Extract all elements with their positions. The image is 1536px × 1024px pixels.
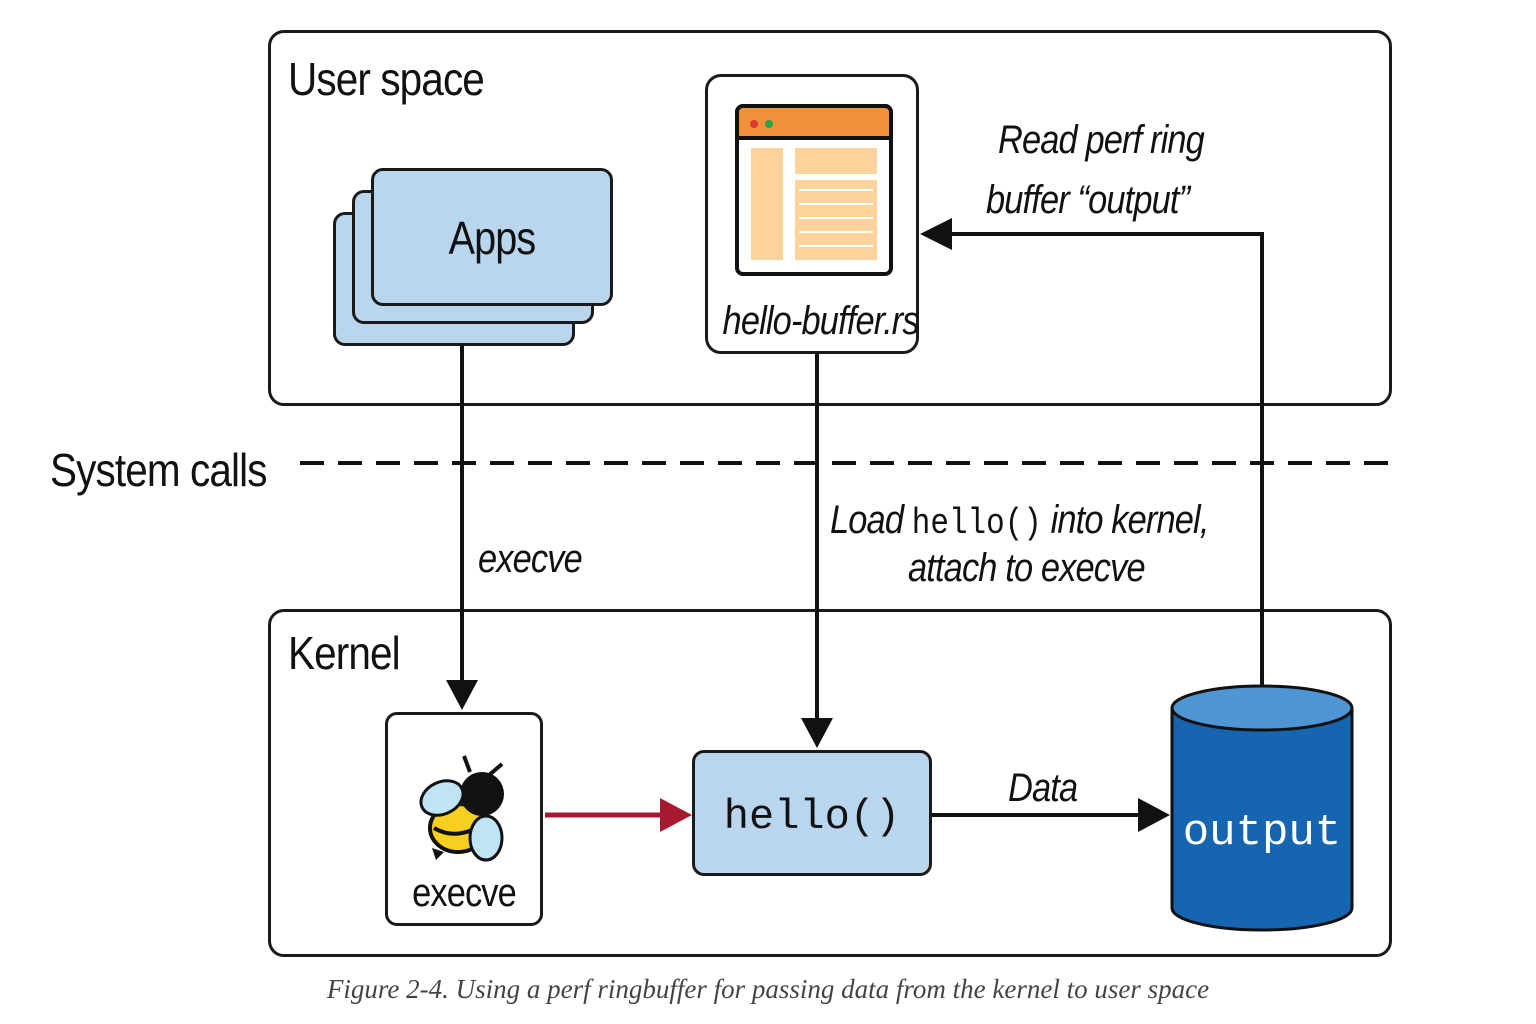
- hello-function-label: hello(): [723, 793, 901, 841]
- apps-label: Apps: [448, 212, 537, 264]
- hello-buffer-node: hello-buffer.rs: [705, 74, 920, 354]
- read-edge-label-line2: buffer “output”: [986, 178, 1190, 222]
- system-calls-label: System calls: [50, 444, 268, 496]
- read-arrowhead: [920, 218, 952, 250]
- kernel-title: Kernel: [288, 627, 401, 679]
- data-arrowhead: [1138, 798, 1170, 832]
- data-edge-label: Data: [1008, 766, 1078, 810]
- output-label: output: [1182, 808, 1342, 858]
- read-edge-label-line1: Read perf ring: [998, 118, 1205, 162]
- load-edge-text-2: into kernel,: [1050, 498, 1210, 542]
- hello-buffer-label: hello-buffer.rs: [722, 299, 920, 343]
- kernel-region: [268, 609, 1392, 957]
- execve-arrowhead: [446, 680, 478, 710]
- load-edge-text-1: Load: [830, 498, 904, 542]
- load-arrowhead: [801, 718, 833, 748]
- file-icon: [735, 104, 893, 276]
- execve-node-label: execve: [412, 871, 517, 915]
- bee-icon: [419, 755, 504, 862]
- load-edge-code: hello(): [911, 503, 1042, 544]
- user-space-title: User space: [288, 53, 485, 105]
- execve-node: execve: [385, 712, 543, 926]
- hello-function-node: hello(): [692, 750, 932, 876]
- load-edge-label-line2: attach to execve: [908, 546, 1146, 590]
- output-cylinder: [1170, 684, 1354, 932]
- apps-card-front: Apps: [371, 168, 613, 306]
- load-edge-label: Load hello() into kernel,: [830, 498, 1209, 544]
- execve-edge-label: execve: [478, 537, 583, 581]
- user-space-region: [268, 30, 1392, 406]
- red-arrowhead: [660, 798, 692, 832]
- figure-caption: Figure 2-4. Using a perf ringbuffer for …: [326, 974, 1210, 1004]
